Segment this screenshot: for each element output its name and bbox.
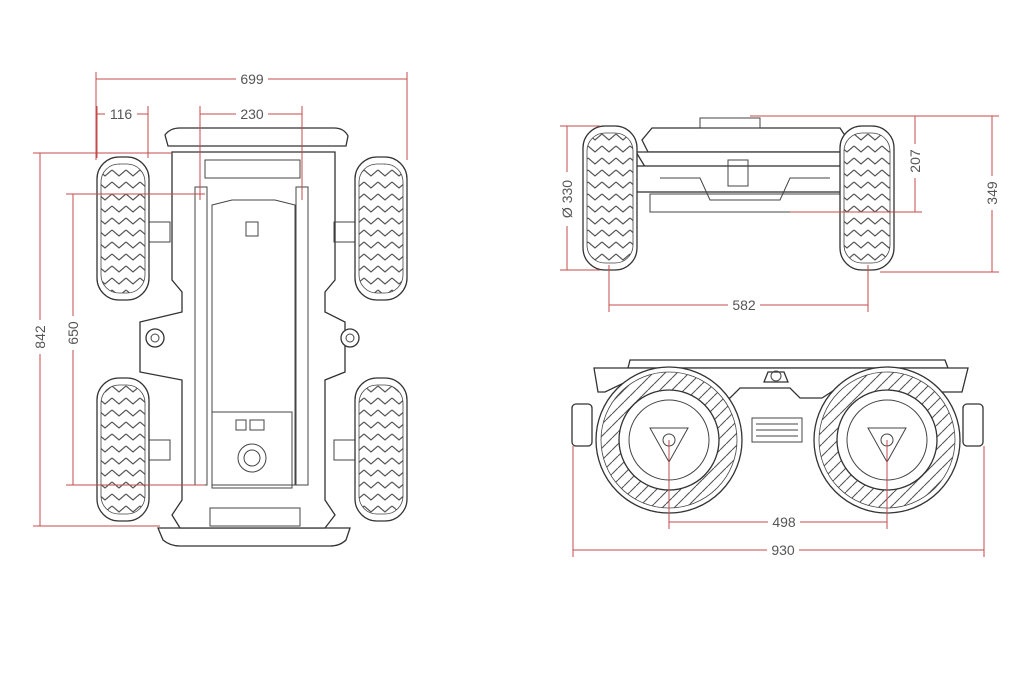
panel-port-2	[249, 419, 265, 431]
dim-front-overall-length: 930	[572, 446, 985, 559]
label-track: 582	[732, 297, 756, 313]
label-overall-length: 842	[32, 325, 48, 349]
front-lift-eye-hole	[770, 370, 782, 382]
label-deck-width: 230	[240, 106, 264, 122]
side-axle-beam	[633, 165, 857, 193]
front-vent	[751, 417, 803, 443]
label-overall-width: 699	[240, 71, 264, 87]
label-wheelbase: 650	[65, 321, 81, 345]
front-panel	[204, 159, 301, 179]
spring-front-right	[333, 221, 357, 243]
label-front-overall-length: 930	[771, 542, 795, 558]
side-wheel-right	[839, 125, 895, 271]
side-view: Ø 330 207 349 582	[557, 115, 1001, 314]
spring-rear-right	[333, 439, 357, 461]
label-overall-height: 349	[984, 181, 1000, 205]
front-bumper-left	[571, 403, 593, 447]
side-top-deck	[641, 127, 849, 153]
dim-overall-width: 699	[95, 70, 408, 160]
label-hub-spacing: 498	[772, 514, 796, 530]
control-panel	[211, 411, 293, 489]
dim-track: 582	[608, 265, 869, 314]
right-lift-point-inner	[345, 333, 355, 343]
wheel-front-left	[96, 156, 150, 301]
label-wheel-width: 116	[110, 106, 133, 122]
rear-bumper	[157, 527, 351, 547]
front-lift-eye	[763, 371, 789, 383]
wheel-front-right	[354, 156, 408, 301]
dim-overall-length: 842	[31, 152, 172, 527]
spring-rear-left	[147, 439, 171, 461]
label-wheel-diameter: Ø 330	[559, 180, 575, 218]
dim-overall-height: 349	[880, 115, 1001, 273]
front-hub-left	[649, 427, 689, 464]
panel-port	[235, 419, 247, 431]
left-lift-point-inner	[150, 333, 160, 343]
spring-front-left	[147, 221, 171, 243]
dim-deck-width: 230	[199, 105, 303, 200]
dim-wheel-width: 116	[96, 105, 149, 158]
side-top-handle	[699, 117, 761, 129]
dim-hub-spacing: 498	[668, 440, 888, 531]
right-lift-point	[340, 328, 360, 348]
dim-wheelbase: 650	[64, 193, 205, 486]
panel-fan	[237, 443, 267, 473]
front-hub-right	[867, 427, 907, 464]
side-wheel-left	[582, 125, 638, 271]
side-lower-plate	[649, 193, 841, 213]
top-view: 699 116 230 842 650	[31, 70, 408, 547]
deck-switch	[245, 221, 259, 237]
rear-panel	[209, 507, 301, 527]
dim-deck-height: 207	[750, 115, 924, 213]
wheel-rear-left	[96, 377, 150, 522]
side-center-mount	[727, 159, 749, 187]
chassis-body	[139, 151, 346, 529]
dim-wheel-diameter: Ø 330	[557, 125, 600, 271]
front-bumper	[164, 127, 349, 147]
front-view: 498 930	[571, 359, 985, 559]
panel-fan-hub	[243, 449, 261, 467]
label-deck-height: 207	[907, 149, 923, 173]
wheel-rear-right	[354, 377, 408, 522]
left-lift-point	[145, 328, 165, 348]
front-bumper-right	[962, 403, 984, 447]
side-frame-lines	[660, 177, 830, 201]
